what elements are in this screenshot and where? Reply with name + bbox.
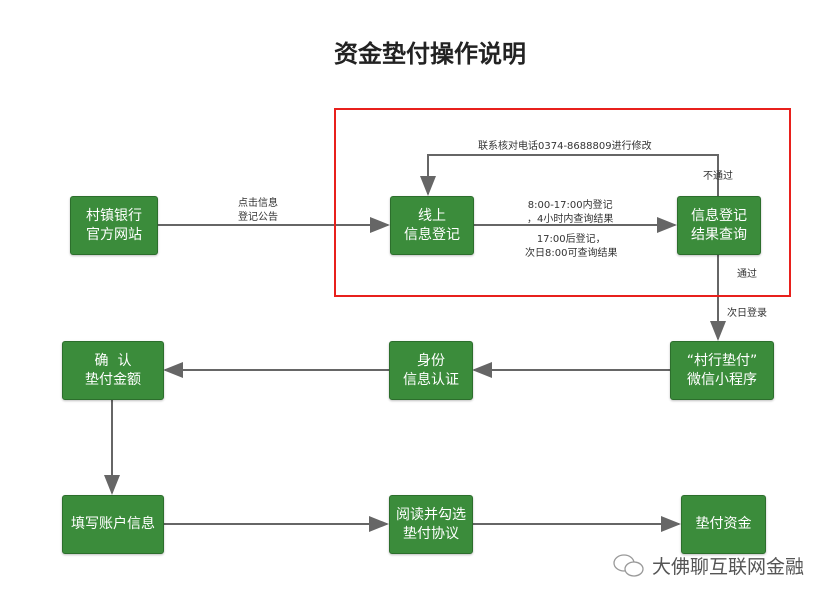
label-next-day-login: 次日登录 — [727, 308, 767, 319]
box-bank-site: 村镇银行官方网站 — [70, 196, 158, 255]
box-text: 结果查询 — [691, 226, 747, 243]
box-text: 官方网站 — [86, 226, 142, 243]
watermark-text: 大佛聊互联网金融 — [652, 556, 805, 578]
box-text: 身份 — [417, 352, 445, 369]
box-text: “村行垫付” — [686, 352, 758, 369]
box-text: 信息认证 — [403, 371, 459, 388]
box-text: 信息登记 — [404, 226, 460, 243]
highlight-frame — [334, 108, 791, 297]
box-online-register: 线上信息登记 — [390, 196, 474, 255]
arrow-fail-loop — [420, 154, 719, 196]
box-fill-account: 填写账户信息 — [62, 495, 164, 554]
label-line: 8:00-17:00内登记 — [527, 200, 613, 211]
box-read-agreement: 阅读并勾选垫付协议 — [389, 495, 473, 554]
box-text: 微信小程序 — [687, 371, 757, 388]
label-line: 登记公告 — [238, 212, 278, 223]
box-mini-program: “村行垫付” 微信小程序 — [670, 341, 774, 400]
label-line: 17:00后登记， — [536, 234, 606, 245]
box-result-query: 信息登记结果查询 — [677, 196, 761, 255]
box-text: 垫付协议 — [403, 525, 459, 542]
label-line: 点击信息 — [238, 198, 278, 209]
box-text: 村镇银行 — [86, 207, 142, 224]
wechat-icon — [613, 553, 644, 577]
label-pass: 通过 — [737, 269, 757, 280]
label-line: ，4小时内查询结果 — [527, 214, 614, 225]
box-text: 阅读并勾选 — [396, 506, 466, 523]
label-within-hours: 8:00-17:00内登记 ，4小时内查询结果 — [527, 199, 613, 227]
box-advance-funds: 垫付资金 — [681, 495, 766, 554]
label-after-hours: 17:00后登记， 次日8:00可查询结果 — [525, 233, 617, 261]
box-identity: 身份信息认证 — [389, 341, 473, 400]
box-text: 垫付金额 — [85, 371, 141, 388]
label-line: 次日8:00可查询结果 — [525, 248, 618, 259]
box-text: 垫付资金 — [695, 516, 752, 532]
box-text: 确 认 — [94, 352, 132, 369]
box-text: 线上 — [418, 207, 446, 224]
label-click-notice: 点击信息登记公告 — [238, 197, 278, 225]
box-text: 信息登记 — [691, 207, 747, 224]
page-title: 资金垫付操作说明 — [334, 40, 526, 68]
label-contact-phone: 联系核对电话0374-8688809进行修改 — [478, 141, 652, 152]
watermark: 大佛聊互联网金融 — [612, 552, 804, 579]
label-not-pass: 不通过 — [703, 171, 733, 182]
box-text: 填写账户信息 — [71, 516, 155, 532]
box-confirm-amount: 确 认垫付金额 — [62, 341, 164, 400]
